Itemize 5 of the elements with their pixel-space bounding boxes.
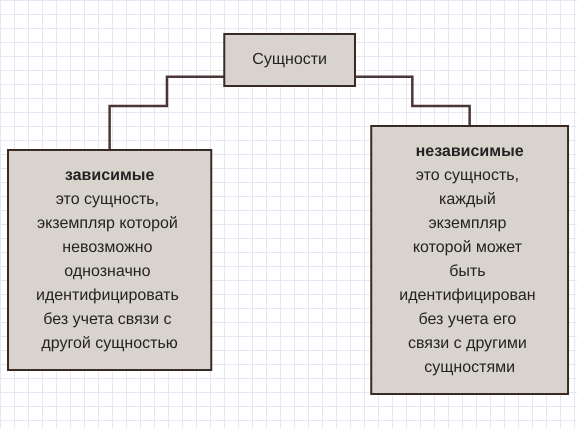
connector: [108, 75, 225, 152]
connector: [355, 75, 472, 128]
node-box: Сущности: [224, 33, 356, 87]
node-box: независимые это сущность, каждый экземпляр которой может быть идентифицирован без учета его связи с другими сущностями: [370, 125, 570, 395]
node-box: зависимые это сущность, экземпляр которой невозможно однозначно идентифицировать без учета связи с другой сущностью: [7, 149, 213, 371]
